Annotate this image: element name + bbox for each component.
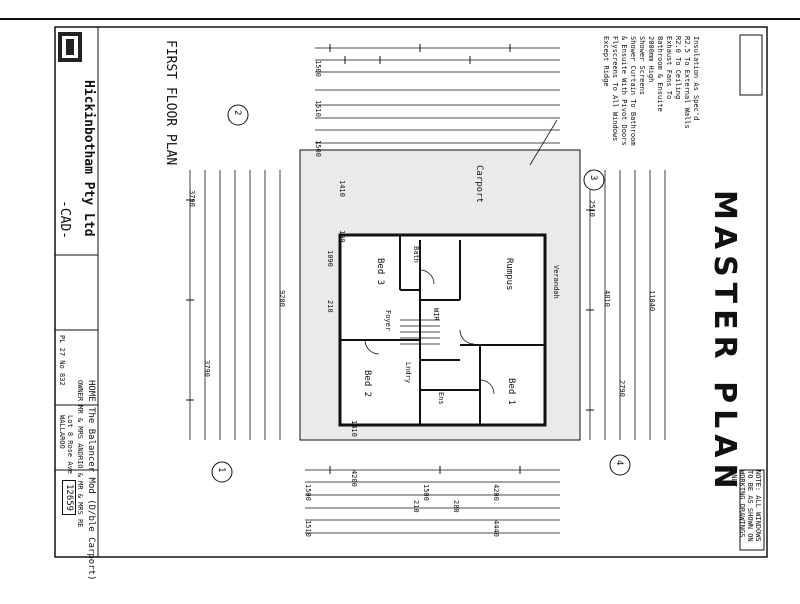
job-number: 12659 <box>62 480 76 516</box>
note-box-bottom <box>739 469 765 551</box>
room-wir: WIR <box>432 308 440 321</box>
dim-left: 3790 <box>188 190 196 207</box>
spec-note: Insulation As Spec'd <box>692 36 700 121</box>
sheet-frame <box>54 26 768 558</box>
room-foyer: Foyer <box>384 310 392 332</box>
dim-left: 9200 <box>278 290 286 307</box>
grid-marker-2 <box>227 104 249 126</box>
spec-note: R2.5 To External Walls <box>683 36 691 129</box>
dim-left: 3790 <box>203 360 211 377</box>
first-floor-plan-label: FIRST FLOOR PLAN <box>163 40 178 166</box>
project-lot: Lot 8 Rose Ave <box>66 415 74 475</box>
dim-right: 4810 <box>603 290 611 307</box>
room-bath: Bath <box>412 246 420 263</box>
dim-top: 1090 <box>326 250 334 267</box>
grid-label-2: 2 <box>232 110 242 116</box>
spec-note: R2.0 To Ceiling <box>674 36 682 100</box>
grid-marker-4 <box>609 454 631 476</box>
note-box-top <box>739 34 763 96</box>
spec-note: Shower Screens <box>638 36 646 96</box>
dim-bottom: 1510 <box>304 520 312 537</box>
house-outline <box>338 233 547 427</box>
grid-marker-1 <box>211 461 233 483</box>
room-bed2: Bed 2 <box>362 370 372 398</box>
spec-note: Except Ridge <box>602 36 610 87</box>
grid-markers <box>211 104 631 483</box>
door-swings <box>364 269 495 395</box>
dimension-ticks <box>186 44 594 474</box>
project-suburb: WALLAROO <box>58 415 66 449</box>
room-carport: Carport <box>474 165 484 203</box>
spec-notes: Insulation As Spec'd R2.5 To External Wa… <box>601 36 700 146</box>
dim-bottom: 4440 <box>492 520 500 537</box>
spec-note: 2000mm High <box>647 36 655 83</box>
disclaimer-note: NOTE: ALL WINDOWS TO BE AS SHOWN ON WORK… <box>730 470 762 542</box>
spec-note: Exhaust Fans To <box>665 36 673 100</box>
dim-top: 1510 <box>314 100 322 117</box>
internal-walls <box>340 235 545 425</box>
grid-marker-3 <box>583 169 605 191</box>
room-bed3: Bed 3 <box>375 258 385 286</box>
dim-top: 1500 <box>314 140 322 157</box>
dim-top: 4200 <box>350 470 358 487</box>
dim-top: 1500 <box>314 60 322 77</box>
dim-top: 210 <box>326 300 334 313</box>
dim-top: 190 <box>338 230 346 243</box>
room-bed1: Bed 1 <box>506 378 516 406</box>
dim-bottom: 1500 <box>304 484 312 501</box>
grid-label-1: 1 <box>216 467 226 473</box>
room-lndry: Lndry <box>404 362 412 384</box>
dim-right: 2510 <box>588 200 596 217</box>
dim-right: 2790 <box>618 380 626 397</box>
dim-bottom: 210 <box>412 500 420 513</box>
left-dimension-lines <box>189 170 281 440</box>
dim-right: 11040 <box>648 290 656 312</box>
company-logo-mark <box>66 39 74 55</box>
room-rumpus: Rumpus <box>504 258 514 291</box>
project-ref: PL 27 No 832 <box>58 335 66 386</box>
master-plan-title: MASTER PLAN <box>707 190 742 495</box>
spec-note: Shower Curtain To Bathroom <box>629 36 637 146</box>
grid-label-3: 3 <box>588 175 598 181</box>
dim-top: 1410 <box>338 180 346 197</box>
top-dimension-lines <box>315 47 560 144</box>
bottom-dimension-lines <box>305 469 560 534</box>
dim-bottom: 280 <box>452 500 460 513</box>
company-name: Hickinbotham Pty Ltd <box>81 80 96 237</box>
spec-note: & Ensuite With Pivot Doors <box>620 36 628 146</box>
project-owner: OWNER MR & MRS ANDRIO & MR & MRS RE <box>76 380 84 528</box>
dim-bottom: 1500 <box>422 484 430 501</box>
stairs <box>400 319 440 345</box>
spec-note: Flyscreens To All Windows <box>611 36 619 142</box>
dim-top: 1410 <box>350 420 358 437</box>
project-house: HOME The Balancer Mod (D/ble Carport) <box>86 380 96 581</box>
cad-label: -CAD- <box>57 200 72 240</box>
leader-line <box>529 119 558 166</box>
room-ens: Ens <box>437 392 445 405</box>
dim-bottom: 4200 <box>492 484 500 501</box>
grid-label-4: 4 <box>614 460 624 466</box>
right-dimension-lines <box>589 170 666 440</box>
room-verandah: Verandah <box>552 265 560 299</box>
spec-note: Bathroom & Ensuite <box>656 36 664 112</box>
